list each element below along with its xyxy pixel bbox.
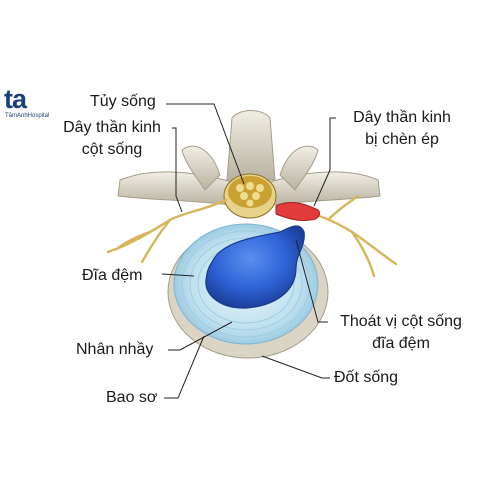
label-tuy-song: Tủy sống	[90, 93, 156, 110]
hospital-logo: ta TâmAnhHospital	[4, 86, 64, 120]
label-day-than-kinh-bi-chen-ep-line2: bị chèn ép	[365, 131, 439, 148]
leader-lines	[161, 103, 336, 399]
spinal-cord	[223, 173, 277, 219]
leader-bao-so	[164, 335, 205, 399]
leader-day-than-kinh-bi-chen-ep	[313, 117, 336, 207]
leader-day-than-kinh-cot-song	[172, 127, 183, 213]
label-day-than-kinh-bi-chen-ep-line1: Dây thần kinh	[353, 109, 451, 126]
leader-dia-dem	[161, 273, 195, 277]
label-nhan-nhay: Nhân nhầy	[76, 341, 154, 358]
label-dia-dem: Đĩa đệm	[82, 267, 143, 284]
label-bao-so: Bao sơ	[106, 389, 158, 406]
logo-text: TâmAnhHospital	[5, 113, 50, 119]
label-dot-song: Đốt sống	[334, 369, 399, 386]
vertebra-posterior-arch	[117, 110, 381, 206]
logo-mark: ta	[4, 84, 27, 114]
label-thoat-vi-line2: đĩa đệm	[372, 335, 430, 352]
leader-nhan-nhay	[168, 321, 233, 351]
leader-thoat-vi	[295, 239, 328, 323]
label-thoat-vi-line1: Thoát vị cột sống	[340, 313, 462, 330]
nucleus-pulposus	[205, 225, 305, 309]
spinal-nerve-left	[106, 198, 228, 264]
compressed-nerve-root	[275, 202, 321, 221]
label-day-than-kinh-cot-song-line2: cột sống	[81, 141, 143, 158]
leader-dot-song	[261, 355, 330, 379]
leader-tuy-song	[166, 103, 245, 185]
label-day-than-kinh-cot-song-line1: Dây thần kinh	[63, 119, 161, 136]
